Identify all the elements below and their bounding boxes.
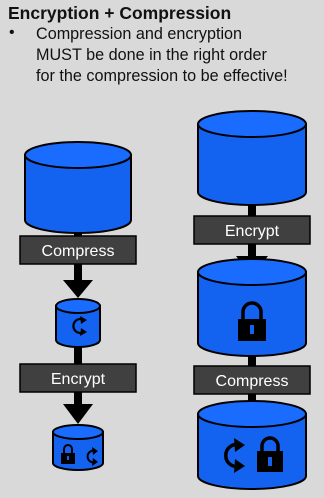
bullet-line: MUST be done in the right order	[36, 46, 267, 64]
lock-icon	[238, 301, 266, 341]
lock-icon	[257, 436, 283, 472]
right-compress-label: Compress	[216, 373, 289, 390]
unknown-cycle-icon	[72, 316, 87, 336]
left-compressed-cylinder	[55, 298, 101, 348]
right-connector-1	[248, 204, 256, 218]
slide-title: Encryption + Compression	[8, 3, 232, 23]
bullet-line: Compression and encryption	[36, 25, 243, 43]
right-encrypt-label: Encrypt	[225, 223, 280, 240]
lock-icon	[61, 444, 75, 464]
right-final-cylinder	[197, 400, 307, 490]
left-arrow-2	[63, 392, 93, 424]
left-compress-label: Compress	[42, 243, 115, 260]
right-encrypt-step: Encrypt	[193, 215, 311, 245]
bullet-marker: •	[9, 24, 15, 41]
bullet-line: for the compression to be effective!	[36, 67, 288, 85]
right-compress-step: Compress	[193, 365, 311, 395]
unknown-cycle-icon	[224, 438, 245, 473]
right-original-data-cylinder	[197, 110, 307, 206]
bullet-text: Compression and encryption MUST be done …	[36, 24, 324, 87]
left-encrypt-step: Encrypt	[19, 363, 137, 393]
left-final-cylinder	[52, 424, 104, 471]
left-compress-step: Compress	[19, 235, 137, 265]
left-encrypt-label: Encrypt	[51, 371, 106, 388]
right-encrypted-cylinder	[197, 258, 307, 357]
right-connector-2	[248, 356, 256, 368]
unknown-cycle-icon	[86, 447, 98, 466]
left-original-data-cylinder	[24, 141, 132, 234]
left-connector-2	[74, 346, 82, 364]
left-arrow-1	[63, 264, 93, 298]
